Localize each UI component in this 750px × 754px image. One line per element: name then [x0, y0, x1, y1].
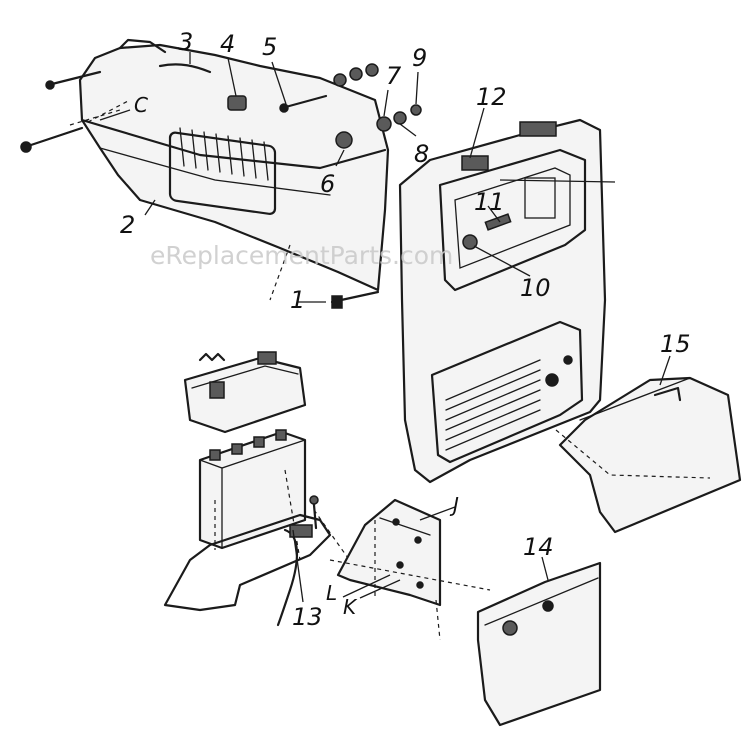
callout-10: 10 [520, 274, 551, 302]
battery [163, 351, 361, 612]
callout-14: 14 [523, 533, 554, 561]
bolt-part-5 [279, 94, 328, 113]
callout-6: 6 [320, 170, 335, 198]
callout-13: 13 [292, 603, 323, 631]
callout-3: 3 [178, 28, 193, 56]
battery-bolt [309, 495, 319, 530]
bolt-upper-left [45, 70, 102, 90]
callout-7: 7 [386, 62, 402, 90]
dash-panel-part-12 [398, 118, 616, 484]
callout-L: L [326, 581, 337, 605]
bolt-part-1 [330, 290, 380, 309]
side-panel-part-15 [555, 376, 742, 534]
hood-cover-part-2 [69, 38, 390, 301]
bolt-lower-left [20, 126, 84, 153]
knob-part-4 [227, 95, 247, 111]
lower-panel-part-14 [476, 561, 602, 727]
callout-labels: 1 2 3 4 5 6 7 8 9 10 11 12 13 14 15 C J … [120, 28, 691, 631]
lower-vent-slots [445, 359, 541, 451]
callout-8: 8 [414, 140, 429, 168]
callout-12: 12 [476, 83, 507, 111]
vent-slots [179, 127, 269, 181]
callout-C: C [134, 93, 148, 117]
wing-nut-icon [198, 352, 226, 362]
callout-2: 2 [120, 211, 135, 239]
callout-1: 1 [290, 286, 305, 314]
callout-J: J [449, 493, 459, 517]
watermark-text: eReplacementParts.com [150, 241, 453, 270]
callout-4: 4 [220, 30, 235, 58]
callout-11: 11 [474, 188, 505, 216]
hardware-nuts-washers [333, 63, 422, 149]
callout-15: 15 [660, 330, 691, 358]
callout-K: K [343, 595, 358, 619]
leader-lines [99, 52, 671, 603]
callout-9: 9 [412, 44, 427, 72]
handle-part-3 [158, 63, 212, 74]
battery-terminals [209, 429, 287, 461]
callout-5: 5 [262, 33, 277, 61]
mounting-bracket [329, 498, 491, 641]
